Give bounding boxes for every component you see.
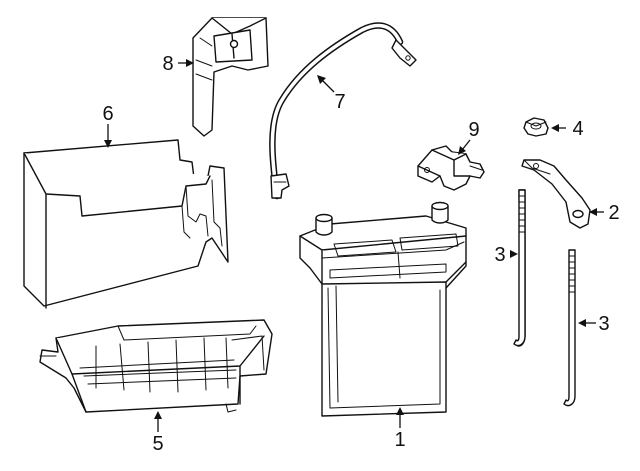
callout-battery-tray: 5 — [152, 433, 163, 455]
leader-lines — [104, 59, 604, 432]
callout-hold-down-bracket: 2 — [608, 202, 619, 224]
callout-battery-cover: 6 — [102, 103, 113, 125]
callout-hold-down-rod-left: 3 — [494, 244, 505, 266]
hold-down-bracket-part[interactable] — [521, 159, 591, 229]
callout-battery: 1 — [394, 429, 405, 451]
hold-down-rod-left-part[interactable] — [513, 189, 526, 347]
callout-battery-cable: 7 — [334, 91, 345, 113]
callout-labels: 8 7 6 9 4 2 3 3 5 1 — [102, 53, 619, 455]
callout-sensor: 9 — [468, 119, 479, 141]
battery-part[interactable] — [299, 201, 467, 417]
callout-terminal-cover: 8 — [162, 53, 173, 75]
battery-tray-part[interactable] — [39, 319, 273, 413]
callout-nut: 4 — [572, 118, 583, 140]
nut-part[interactable] — [523, 117, 549, 137]
terminal-cover-part[interactable] — [192, 17, 269, 137]
battery-cover-part[interactable] — [23, 139, 229, 309]
battery-cable-part[interactable] — [269, 22, 417, 200]
callout-hold-down-rod-right: 3 — [598, 313, 609, 335]
hold-down-rod-right-part[interactable] — [563, 249, 576, 407]
sensor-part[interactable] — [417, 145, 485, 191]
